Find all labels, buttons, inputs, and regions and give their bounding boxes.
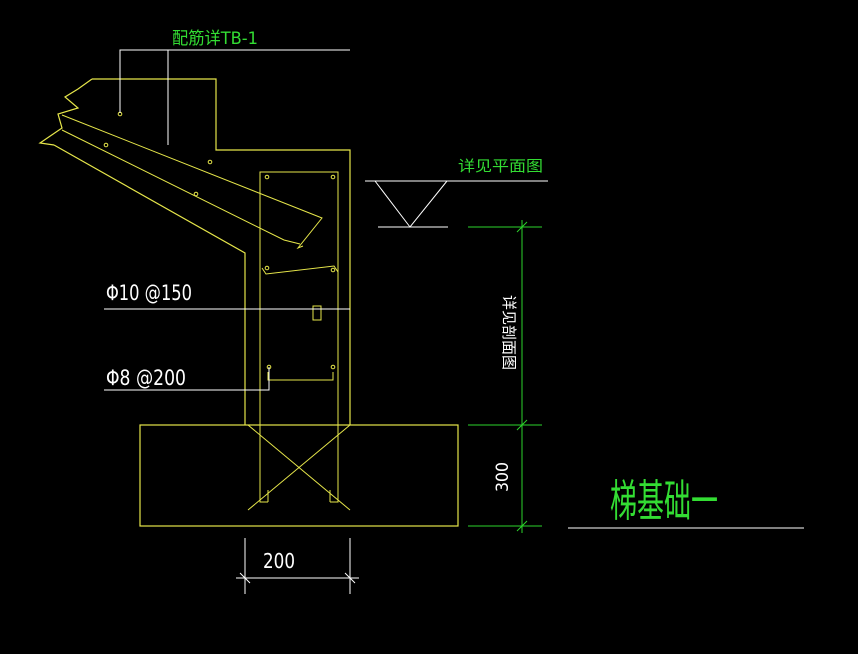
plan-note: 详见平面图: [458, 157, 543, 175]
footing-cross-bar-2: [247, 424, 351, 511]
drawing-title: 梯基础一: [610, 476, 718, 527]
dimension-vertical: [468, 220, 542, 533]
leader-rebar-2: [104, 367, 270, 391]
dim-width-label: 200: [263, 549, 295, 573]
rebar-dots: [103, 111, 336, 370]
reinforcement-note: 配筋详TB-1: [172, 29, 258, 49]
dim-tick: [516, 520, 528, 532]
slab-break-line: [38, 78, 93, 146]
rebar-dot: [264, 174, 270, 180]
rebar-dot: [330, 364, 336, 370]
dim-tick: [516, 419, 528, 431]
leader-lines: [104, 49, 804, 529]
rebar-dot: [103, 142, 109, 148]
dimension-horizontal: [236, 538, 359, 594]
wall-short-bar: [267, 372, 334, 381]
rebar-group: [61, 114, 351, 511]
wall-stirrup-left: [259, 171, 339, 503]
bar-marker: [312, 305, 322, 321]
rebar-label-2: Φ8 @200: [106, 366, 186, 390]
rebar-dot: [264, 265, 270, 271]
dim-tick: [239, 572, 251, 584]
dim-wall-label: 详见剖面图: [500, 295, 518, 370]
concrete-outline: [38, 78, 459, 527]
slab-bottom-bar: [61, 129, 301, 245]
rebar-dot: [193, 191, 199, 197]
dim-height-label: 300: [493, 462, 513, 492]
wall-left-face: [53, 144, 246, 425]
wall-right-face: [92, 78, 351, 425]
footing-outline: [139, 424, 459, 527]
rebar-label-1: Φ10 @150: [106, 281, 192, 305]
leader-reinforcement-note: [119, 49, 350, 113]
rebar-dot: [330, 267, 336, 273]
dim-tick: [344, 572, 356, 584]
wall-bent-bar: [261, 265, 339, 275]
rebar-dot: [330, 174, 336, 180]
rebar-dot: [207, 159, 213, 165]
slab-top-bar: [61, 114, 323, 250]
dim-tick: [516, 221, 528, 233]
